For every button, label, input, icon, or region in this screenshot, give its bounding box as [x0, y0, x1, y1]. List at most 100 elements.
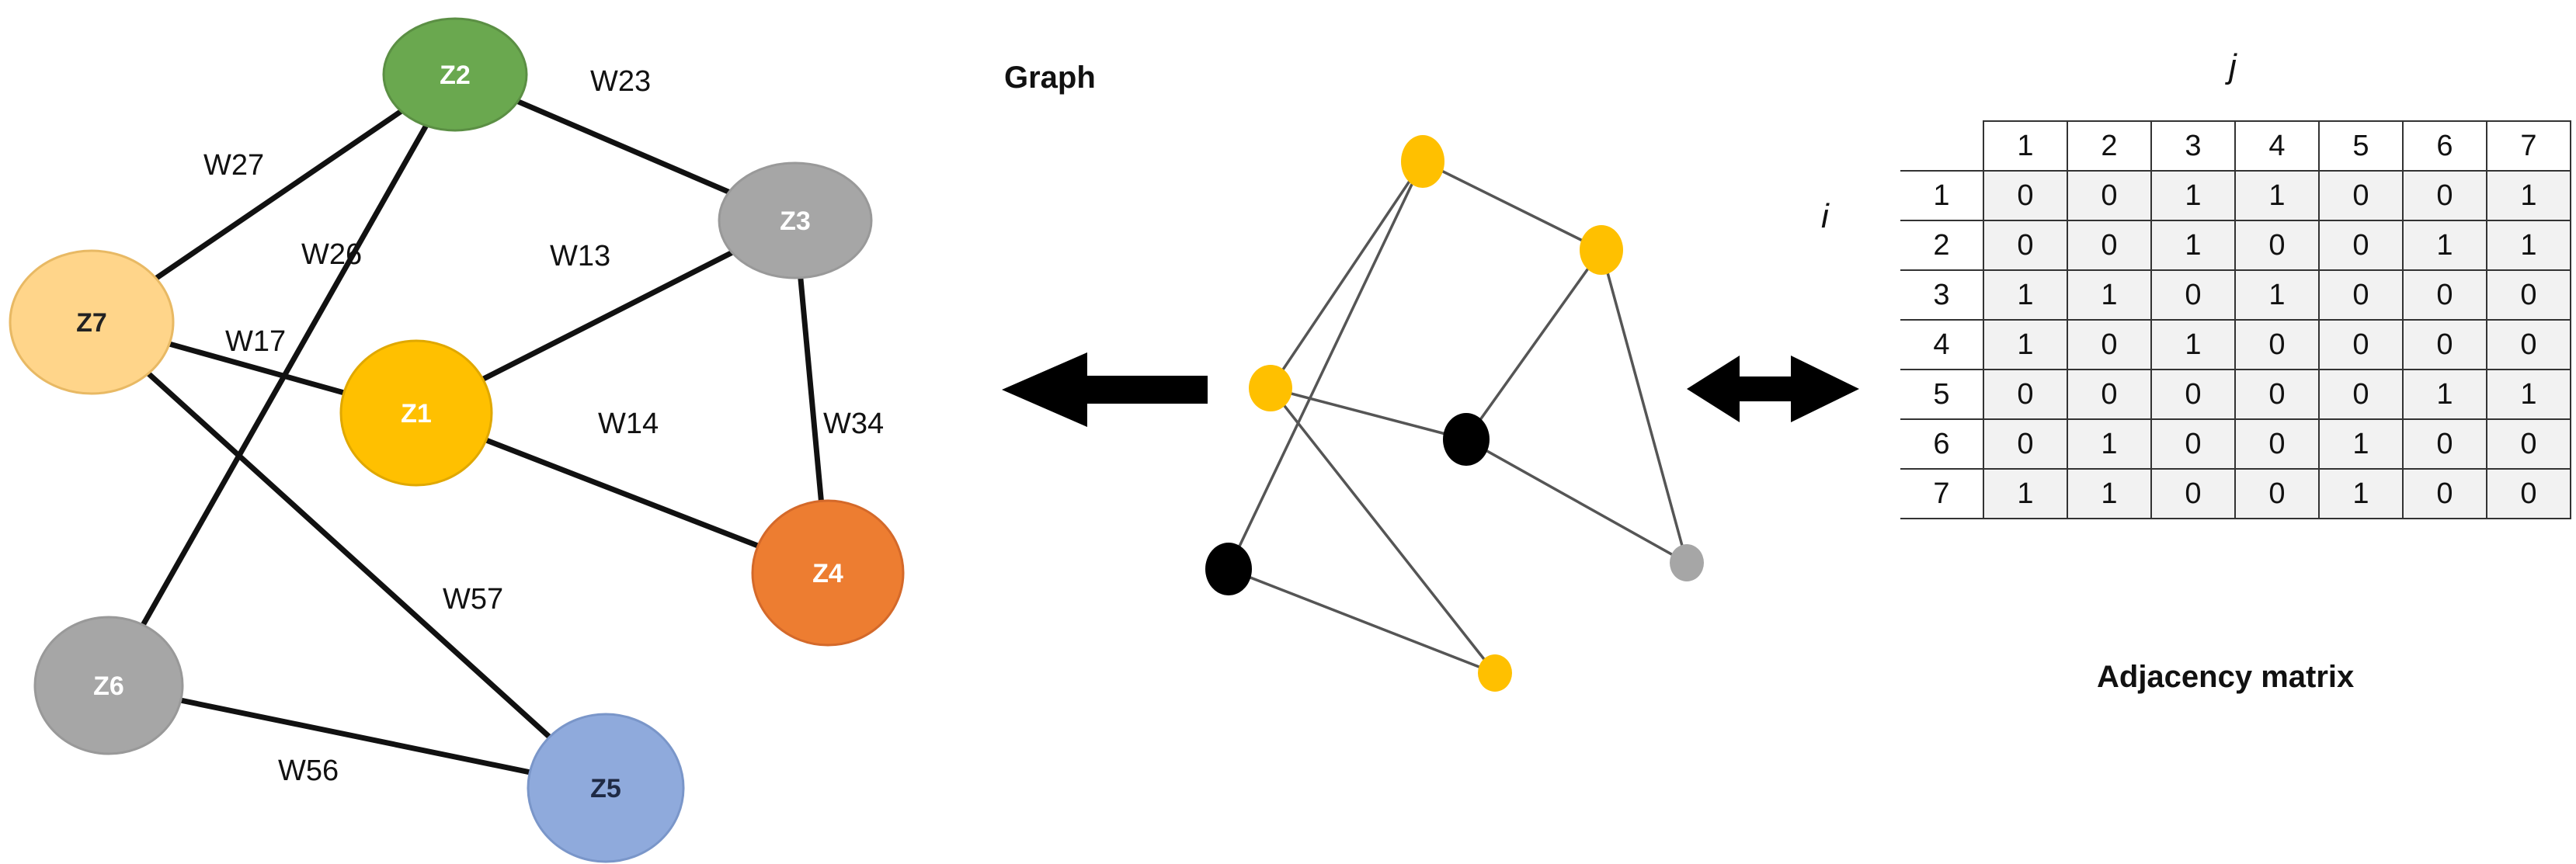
edge-weight-label: W27 [203, 149, 264, 182]
matrix-cell: 0 [1983, 369, 2068, 420]
matrix-cell: 1 [2150, 319, 2236, 370]
small-edge [1465, 248, 1603, 441]
edge-weight-label: W23 [590, 65, 651, 98]
matrix-cell: 0 [1983, 220, 2068, 271]
edge-weight-label: W57 [443, 583, 503, 616]
matrix-cell: 1 [2486, 369, 2571, 420]
matrix-cell: 0 [1983, 170, 2068, 221]
matrix-cell: 0 [2234, 468, 2320, 519]
small-edge [1465, 438, 1688, 564]
matrix-cell: 0 [2486, 418, 2571, 470]
matrix-cell: 0 [2318, 170, 2404, 221]
node-label: Z1 [401, 399, 432, 429]
node-z2: Z2 [382, 17, 528, 132]
small-edge [1600, 249, 1688, 564]
matrix-cell: 0 [2067, 220, 2152, 271]
small-node [1580, 225, 1623, 275]
small-edge [1227, 161, 1424, 570]
matrix-cell: 0 [2486, 269, 2571, 321]
matrix-cell: 0 [2402, 418, 2487, 470]
matrix-cell: 0 [2318, 220, 2404, 271]
matrix-cell: 0 [2486, 319, 2571, 370]
edge-weight-label: W14 [598, 408, 659, 440]
matrix-cell: 0 [2234, 220, 2320, 271]
small-edge [1269, 161, 1424, 389]
matrix-cell: 1 [2150, 220, 2236, 271]
node-circle [382, 17, 528, 132]
matrix-cell: 0 [2234, 319, 2320, 370]
edge-z7-z5 [89, 320, 608, 790]
matrix-cell: 0 [2318, 319, 2404, 370]
arrow-left-icon [1002, 352, 1208, 427]
matrix-cell: 1 [2234, 269, 2320, 321]
node-circle [9, 249, 175, 395]
small-node [1401, 135, 1444, 188]
edge-weight-label: W34 [823, 408, 884, 440]
graph-title: Graph [1004, 61, 1096, 95]
node-z1: Z1 [339, 339, 493, 487]
node-z4: Z4 [751, 499, 905, 647]
matrix-title: Adjacency matrix [2097, 660, 2354, 694]
matrix-cell: 0 [2067, 170, 2152, 221]
matrix-cell: 1 [2318, 418, 2404, 470]
matrix-row-header: 3 [1900, 269, 1984, 321]
node-label: Z7 [76, 308, 107, 338]
matrix-cell: 1 [2402, 369, 2487, 420]
small-node [1443, 413, 1490, 466]
small-edge [1269, 387, 1497, 675]
node-z6: Z6 [33, 616, 184, 755]
node-z7: Z7 [9, 249, 175, 395]
matrix-cell: 1 [1983, 319, 2068, 370]
matrix-column-header: 4 [2234, 120, 2320, 172]
matrix-row-axis-label: i [1821, 197, 1830, 235]
matrix-cell: 1 [2402, 220, 2487, 271]
node-label: Z5 [590, 774, 621, 803]
node-z3: Z3 [718, 161, 873, 279]
edge-weight-label: W13 [550, 240, 610, 272]
node-label: Z2 [440, 61, 471, 90]
matrix-cell: 0 [2486, 468, 2571, 519]
matrix-cell: 1 [2486, 220, 2571, 271]
node-circle [718, 161, 873, 279]
matrix-cell: 0 [2402, 319, 2487, 370]
matrix-cell: 0 [2150, 418, 2236, 470]
small-edge [1422, 160, 1602, 252]
small-edge [1270, 387, 1467, 441]
matrix-cell: 0 [2150, 369, 2236, 420]
small-node [1670, 544, 1704, 581]
matrix-cell: 0 [2067, 369, 2152, 420]
node-label: Z4 [812, 559, 843, 588]
matrix-cell: 0 [2150, 269, 2236, 321]
node-circle [339, 339, 493, 487]
matrix-column-header: 1 [1983, 120, 2068, 172]
node-circle [527, 713, 685, 863]
edge-z6-z2 [106, 73, 458, 687]
small-node [1205, 543, 1252, 595]
matrix-column-header: 7 [2486, 120, 2571, 172]
matrix-cell: 1 [2067, 269, 2152, 321]
matrix-column-header: 2 [2067, 120, 2152, 172]
small-node [1478, 654, 1512, 692]
small-node [1249, 365, 1292, 411]
matrix-cell: 1 [2067, 468, 2152, 519]
edge-weight-label: W26 [301, 238, 362, 271]
matrix-column-header: 5 [2318, 120, 2404, 172]
node-z5: Z5 [527, 713, 685, 863]
matrix-cell: 1 [1983, 468, 2068, 519]
matrix-row-header: 5 [1900, 369, 1984, 420]
small-graph [1205, 135, 1704, 692]
matrix-cell: 0 [2318, 369, 2404, 420]
node-label: Z3 [780, 206, 811, 236]
node-label: Z6 [93, 671, 124, 701]
